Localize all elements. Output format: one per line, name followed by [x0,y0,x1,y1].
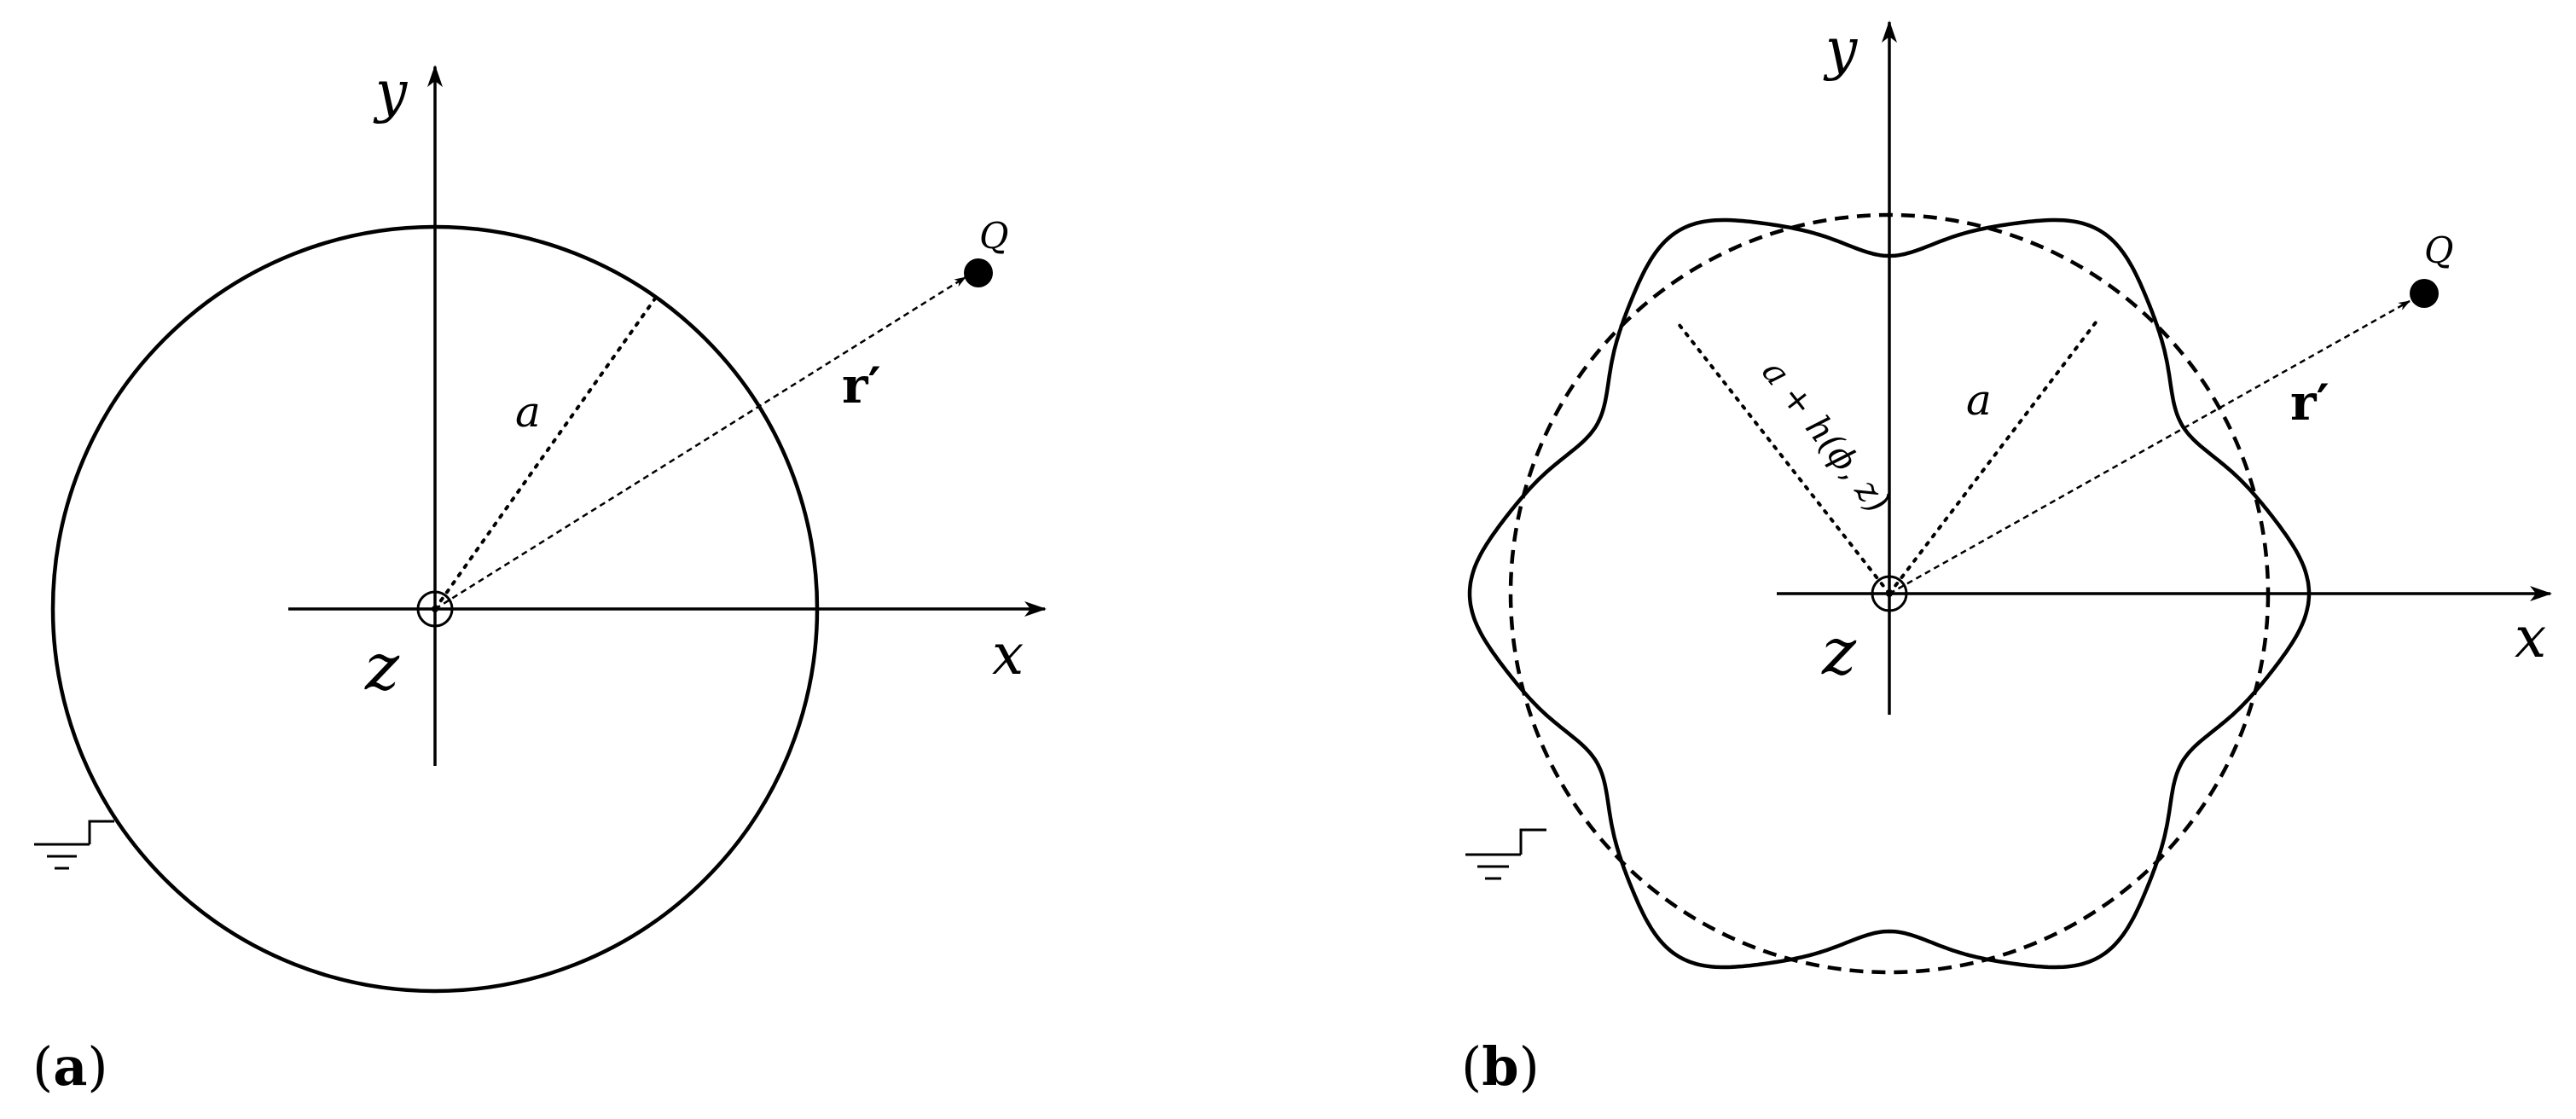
x-axis-label-b: x [2515,605,2546,670]
radius-line-b [1888,321,2097,595]
panel-a: y x z a r′ Q (a) [32,59,1047,1098]
perturbed-radius-line-b [1677,322,1891,595]
y-axis-label-b: y [1823,16,1858,82]
z-axis-label-b: z [1821,613,1857,689]
position-vector-a [434,275,966,611]
vector-label-a: r′ [842,357,881,415]
charge-label-a: Q [979,215,1008,257]
position-vector-b [1888,299,2411,595]
radius-line-a [433,297,657,611]
perturbed-boundary-b [1467,217,2312,970]
z-axis-label-a: z [364,629,400,704]
z-axis-symbol-a [416,590,454,628]
vector-label-b: r′ [2290,374,2329,432]
panel-label-a: (a) [32,1035,108,1098]
perturbed-radius-label-b: a + h(ϕ, z) [1754,353,1897,521]
charge-dot-b [2410,279,2439,308]
y-axis-label-a: y [373,59,408,125]
z-axis-symbol-b [1871,575,1908,612]
ground-symbol-b [1465,828,1546,880]
radius-label-a: a [515,387,541,437]
radius-label-b: a [1966,375,1992,425]
charge-dot-a [964,258,993,287]
ground-symbol-a [34,820,114,870]
panel-label-b: (b) [1461,1035,1540,1098]
x-axis-label-a: x [992,622,1024,687]
panel-b: y x z a a + h(ϕ, z) r′ Q (b) [1461,16,2552,1098]
charge-label-b: Q [2424,229,2453,271]
